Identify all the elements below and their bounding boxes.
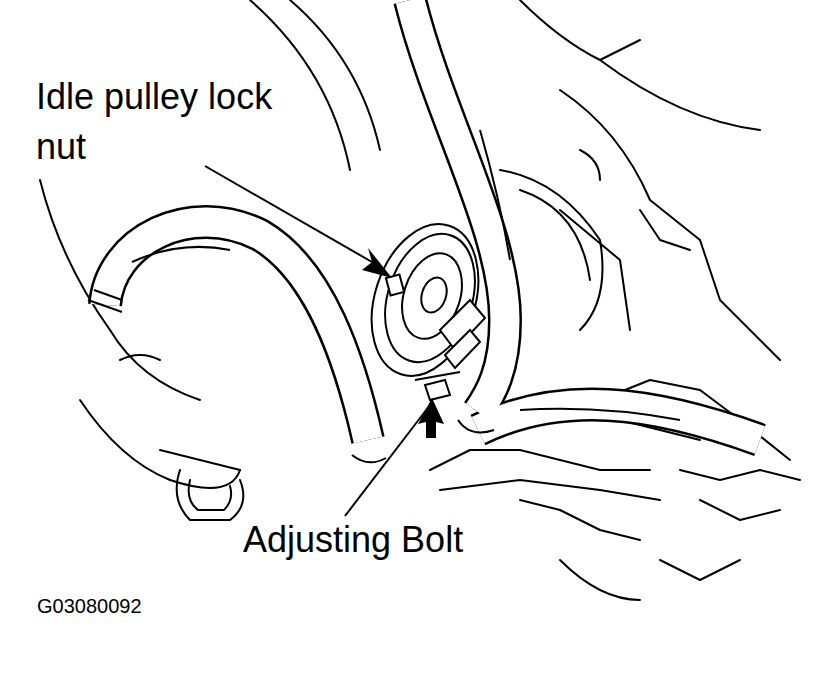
- part-name: Idle pulley lock nut: [36, 72, 274, 172]
- part-name: Adjusting Bolt: [243, 518, 463, 562]
- figure-code: G03080092: [37, 594, 142, 618]
